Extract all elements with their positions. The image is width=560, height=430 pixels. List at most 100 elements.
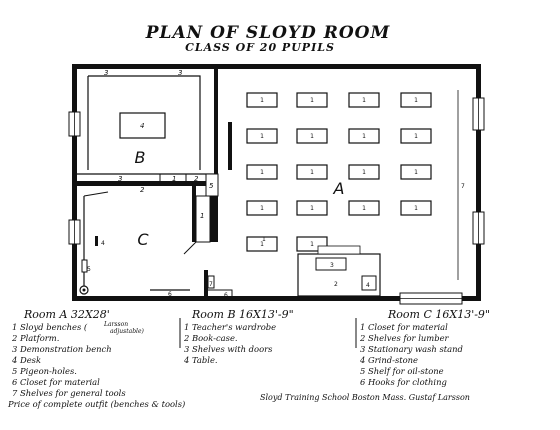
teacher-desk (361, 275, 377, 291)
legend-room-a: Room A 32X28' 1 Sloyd benches ( Larsson … (7, 308, 185, 409)
legend-room-a-item: 3 Demonstration bench (12, 344, 112, 354)
sloyd-bench-number: 1 (362, 97, 366, 104)
legend-room-a-item: 5 Pigeon-holes. (12, 366, 77, 376)
legend-room-b-item: 2 Book-case. (183, 333, 238, 343)
sloyd-bench-number: 1 (362, 205, 366, 212)
sloyd-bench (400, 92, 432, 108)
wall-c-right-upper (192, 186, 196, 242)
legend-room-c-item: 6 Hooks for clothing (360, 377, 447, 387)
legend-room-c-item: 3 Stationary wash stand (360, 344, 464, 354)
a-num-4: 4 (366, 282, 370, 289)
c-num-6: 6 (168, 291, 172, 298)
legend-room-b-item: 4 Table. (183, 355, 218, 365)
b-num-3: 4 (140, 122, 144, 130)
sloyd-bench-number: 1 (414, 169, 418, 176)
shelf-num-1: 1 (200, 212, 204, 220)
a-num-2: 2 (334, 281, 338, 288)
sloyd-bench (246, 200, 278, 216)
a-num-6: 6 (224, 292, 228, 299)
wall-bc-divider (72, 181, 208, 186)
c-num-2: 2 (140, 186, 145, 194)
sloyd-bench-number: 1 (310, 169, 314, 176)
plan-title: PLAN OF SLOYD ROOM (145, 23, 391, 43)
sloyd-bench-number: 1 (414, 205, 418, 212)
b-num-6: 2 (194, 175, 199, 183)
sloyd-bench-number: 1 (260, 133, 264, 140)
legend-room-b: Room B 16X13'-9" 1 Teacher's wardrobe 2 … (179, 308, 294, 365)
sloyd-bench-number: 1 (362, 133, 366, 140)
legend-room-c-item: 4 Grind-stone (359, 355, 418, 365)
sloyd-bench (246, 236, 278, 252)
sloyd-bench (348, 92, 380, 108)
legend-room-a-item: 2 Platform. (11, 333, 59, 343)
sloyd-bench (246, 128, 278, 144)
legend-room-c-item: 2 Shelves for lumber (359, 333, 450, 343)
sloyd-bench (348, 200, 380, 216)
wall-right (476, 64, 481, 301)
b-num-1: 3 (104, 69, 108, 77)
shelf-num-5: 5 (209, 182, 214, 190)
sloyd-bench-number: 1 (414, 133, 418, 140)
sloyd-bench-number: 1 (260, 205, 264, 212)
footer-credit: Sloyd Training School Boston Mass. Gusta… (260, 393, 470, 402)
sloyd-bench-number: 1 (310, 133, 314, 140)
wall-bottom (72, 296, 481, 301)
b-num-2: 3 (178, 69, 182, 77)
sloyd-bench (348, 164, 380, 180)
a-num-7: 7 (461, 183, 465, 190)
b-num-4: 3 (118, 175, 122, 183)
sloyd-bench-number: 1 (260, 169, 264, 176)
sloyd-bench-number: 1 (414, 97, 418, 104)
sloyd-bench (348, 128, 380, 144)
legend-room-c-heading: Room C 16X13'-9" (387, 308, 490, 321)
c-num-5: 5 (87, 266, 91, 273)
room-c-furniture: C 4 5 6 7 6 (79, 191, 233, 299)
legend-room-a-heading: Room A 32X28' (23, 308, 110, 321)
plan-subtitle: CLASS OF 20 PUPILS (185, 41, 335, 54)
legend-room-c: Room C 16X13'-9" 1 Closet for material 2… (355, 308, 490, 387)
sloyd-bench-number: 1 (362, 169, 366, 176)
legend-room-a-item: 1 Sloyd benches ( (12, 322, 88, 332)
sloyd-bench (296, 92, 328, 108)
windows (68, 97, 485, 305)
sloyd-bench-number: 1 (310, 241, 314, 248)
demonstration-bench (315, 257, 347, 271)
sloyd-bench (400, 128, 432, 144)
wall-b-right (214, 64, 218, 176)
legend-room-b-item: 3 Shelves with doors (184, 344, 273, 354)
sloyd-bench-number: 1 (310, 205, 314, 212)
center-shelves: 5 1 (183, 173, 219, 255)
legend-room-a-note: adjustable) (110, 328, 145, 335)
sloyd-bench (400, 164, 432, 180)
room-b-furniture: B 3 3 4 3 1 2 2 (77, 69, 214, 194)
c-num-7: 7 (209, 281, 213, 288)
room-label-a: A (333, 179, 345, 198)
legend-room-c-item: 1 Closet for material (360, 322, 448, 332)
wall-c-right-lower (204, 270, 208, 301)
sloyd-bench-number: 1 (260, 97, 264, 104)
room-b-table (119, 112, 166, 139)
sloyd-bench (246, 92, 278, 108)
legend-room-a-note: Larsson (103, 321, 128, 328)
sloyd-bench (246, 164, 278, 180)
legend-room-b-heading: Room B 16X13'-9" (191, 308, 294, 321)
sloyd-bench-number: 1 (310, 97, 314, 104)
legend-room-c-item: 5 Shelf for oil-stone (360, 366, 444, 376)
sloyd-bench (296, 128, 328, 144)
legend-room-a-item: 4 Desk (11, 355, 41, 365)
sloyd-bench (296, 164, 328, 180)
a-num-3: 3 (330, 262, 334, 269)
c-num-4: 4 (101, 240, 105, 247)
sloyd-bench (400, 200, 432, 216)
legend-room-a-item: 6 Closet for material (12, 377, 100, 387)
room-a: A 1 1 1 1 1 1 1 1 1 1 1 1 1 1 1 1 1 1 3 4 2 7 1 (228, 90, 465, 297)
sloyd-benches: 1 1 1 1 1 1 1 1 1 1 1 1 1 1 1 1 1 1 (246, 92, 432, 252)
legend-room-a-item: 7 Shelves for general tools (12, 388, 126, 398)
a-num-1: 1 (262, 236, 266, 243)
room-label-b: B (135, 148, 146, 167)
wall-top (72, 64, 481, 69)
b-num-5: 1 (172, 175, 176, 183)
room-label-c: C (137, 230, 149, 249)
legend-room-a-item: Price of complete outfit (benches & tool… (7, 399, 185, 409)
